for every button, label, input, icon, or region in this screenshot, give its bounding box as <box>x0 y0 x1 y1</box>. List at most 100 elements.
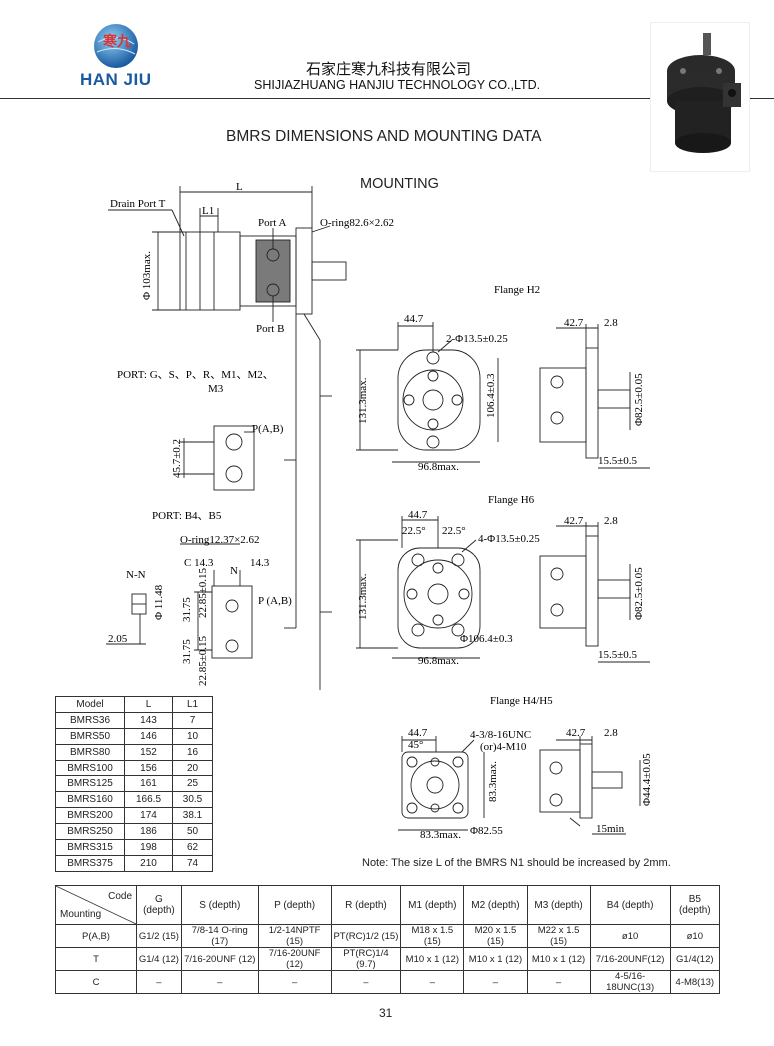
header-b4: B4 (depth) <box>589 885 671 925</box>
corner-header: Code Mounting <box>55 885 137 925</box>
cell: ø10 <box>669 924 721 948</box>
cell: BMRS200 <box>55 807 125 825</box>
cell: PT(RC)1/2 (15) <box>330 924 402 948</box>
dim-14-3: 14.3 <box>250 557 270 569</box>
cell: 25 <box>172 775 213 793</box>
h6-22-5b: 22.5° <box>442 525 466 537</box>
globe-logo-icon <box>94 24 138 68</box>
header-b5: B5 (depth) <box>669 885 721 925</box>
cell: – <box>330 970 402 994</box>
port-b-label: Port B <box>256 323 284 335</box>
dim-2-05: 2.05 <box>108 633 128 645</box>
cell: 16 <box>172 743 213 761</box>
oring-small: O-ring12.37×2.62 <box>180 534 260 546</box>
flange-h4h5-drawing: Flange H4/H5 44.7 45° 4-3/8-16UNC (or)4-… <box>398 695 653 841</box>
hydraulic-motor-photo-icon <box>667 33 741 153</box>
cell: M18 x 1.5 (15) <box>400 924 465 948</box>
diagonal-line-icon <box>56 886 136 924</box>
cell: C <box>55 970 137 994</box>
flange-h2-label: Flange H2 <box>494 284 540 296</box>
h4-83-3h: 83.3max. <box>420 829 461 841</box>
h6-96-8: 96.8max. <box>418 655 459 667</box>
cell: 152 <box>124 743 173 761</box>
h4-thread-2: (or)4-M10 <box>480 741 527 753</box>
cell: 1/2-14NPTF (15) <box>257 924 332 948</box>
cell: G1/4(12) <box>669 947 721 971</box>
cell: 156 <box>124 759 173 777</box>
cell: 20 <box>172 759 213 777</box>
cell: PT(RC)1/4 (9.7) <box>330 947 402 971</box>
h2-82-5: Φ82.5±0.05 <box>633 373 645 426</box>
dim-11-48: Φ 11.48 <box>153 584 165 620</box>
cell: M20 x 1.5 (15) <box>463 924 528 948</box>
cell: 198 <box>124 839 173 856</box>
table-row: T G1/4 (12) 7/16-20UNF (12) 7/16-20UNF (… <box>55 947 721 971</box>
port-b4b5: PORT: B4、B5 <box>152 510 222 522</box>
port-codes-table: Code Mounting G (depth) S (depth) P (dep… <box>55 885 721 994</box>
cell: 161 <box>124 775 173 793</box>
cell: BMRS375 <box>55 854 125 872</box>
cell: 4-5/16-18UNC(13) <box>589 970 671 994</box>
h4-82-55: Φ82.55 <box>470 825 503 837</box>
cell: 74 <box>172 854 213 872</box>
h6-holes: 4-Φ13.5±0.25 <box>478 533 540 545</box>
h4-45: 45° <box>408 739 423 751</box>
cell: 7/8-14 O-ring (17) <box>180 924 259 948</box>
h4-44-7: 44.7 <box>408 727 428 739</box>
h2-holes: 2-Φ13.5±0.25 <box>446 333 508 345</box>
dim-c14-3: C 14.3 <box>184 557 214 569</box>
cell: 38.1 <box>172 807 213 825</box>
dim-31-75b: 31.75 <box>181 639 193 664</box>
cell: 7/16-20UNF (12) <box>257 947 332 971</box>
dim-31-75a: 31.75 <box>181 597 193 622</box>
cell: 146 <box>124 727 173 745</box>
company-name-cn: 石家庄寒九科技有限公司 <box>306 61 472 78</box>
table-row: C – – – – – – – 4-5/16-18UNC(13) 4-M8(13… <box>55 970 721 994</box>
company-name-en: SHIJIAZHUANG HANJIU TECHNOLOGY CO.,LTD. <box>254 78 541 92</box>
note-text: Note: The size L of the BMRS N1 should b… <box>362 857 671 869</box>
cell: BMRS80 <box>55 743 125 761</box>
cell: M10 x 1 (12) <box>400 947 465 971</box>
h2-2-8: 2.8 <box>604 317 618 329</box>
header-m1: M1 (depth) <box>400 885 465 925</box>
port-list-1: PORT: G、S、P、R、M1、M2、 <box>117 369 274 381</box>
section-subtitle: MOUNTING <box>360 176 439 192</box>
corner-mounting: Mounting <box>60 909 102 920</box>
cell: 30.5 <box>172 791 213 809</box>
n-letter: N <box>230 565 238 577</box>
cell: 50 <box>172 823 213 841</box>
cell: G1/4 (12) <box>136 947 182 971</box>
h6-22-5a: 22.5° <box>402 525 426 537</box>
header-model: Model <box>55 696 125 713</box>
flange-h6-label: Flange H6 <box>488 494 535 506</box>
cell: – <box>136 970 182 994</box>
h6-131-3: 131.3max. <box>357 573 369 620</box>
page-number: 31 <box>379 1006 393 1020</box>
cell: – <box>257 970 332 994</box>
cell: M10 x 1 (12) <box>526 947 591 971</box>
page-title: BMRS DIMENSIONS AND MOUNTING DATA <box>226 128 542 145</box>
product-photo <box>650 22 750 172</box>
dim-l1: L1 <box>202 205 214 217</box>
cell: 62 <box>172 839 213 856</box>
drain-port-label: Drain Port T <box>110 198 166 210</box>
cell: BMRS50 <box>55 727 125 745</box>
port-list-2: M3 <box>208 383 224 395</box>
h4-thread-1: 4-3/8-16UNC <box>470 729 531 741</box>
header-divider <box>0 98 774 99</box>
cell: 143 <box>124 711 173 729</box>
header-r: R (depth) <box>330 885 402 925</box>
h2-106-4: 106.4±0.3 <box>485 373 497 418</box>
h2-42-7: 42.7 <box>564 317 584 329</box>
cell: BMRS125 <box>55 775 125 793</box>
h6-15-5: 15.5±0.5 <box>598 649 638 661</box>
cell: 10 <box>172 727 213 745</box>
cell: BMRS36 <box>55 711 125 729</box>
h2-131-3: 131.3max. <box>357 377 369 424</box>
logo-text: HAN JIU <box>80 70 152 89</box>
